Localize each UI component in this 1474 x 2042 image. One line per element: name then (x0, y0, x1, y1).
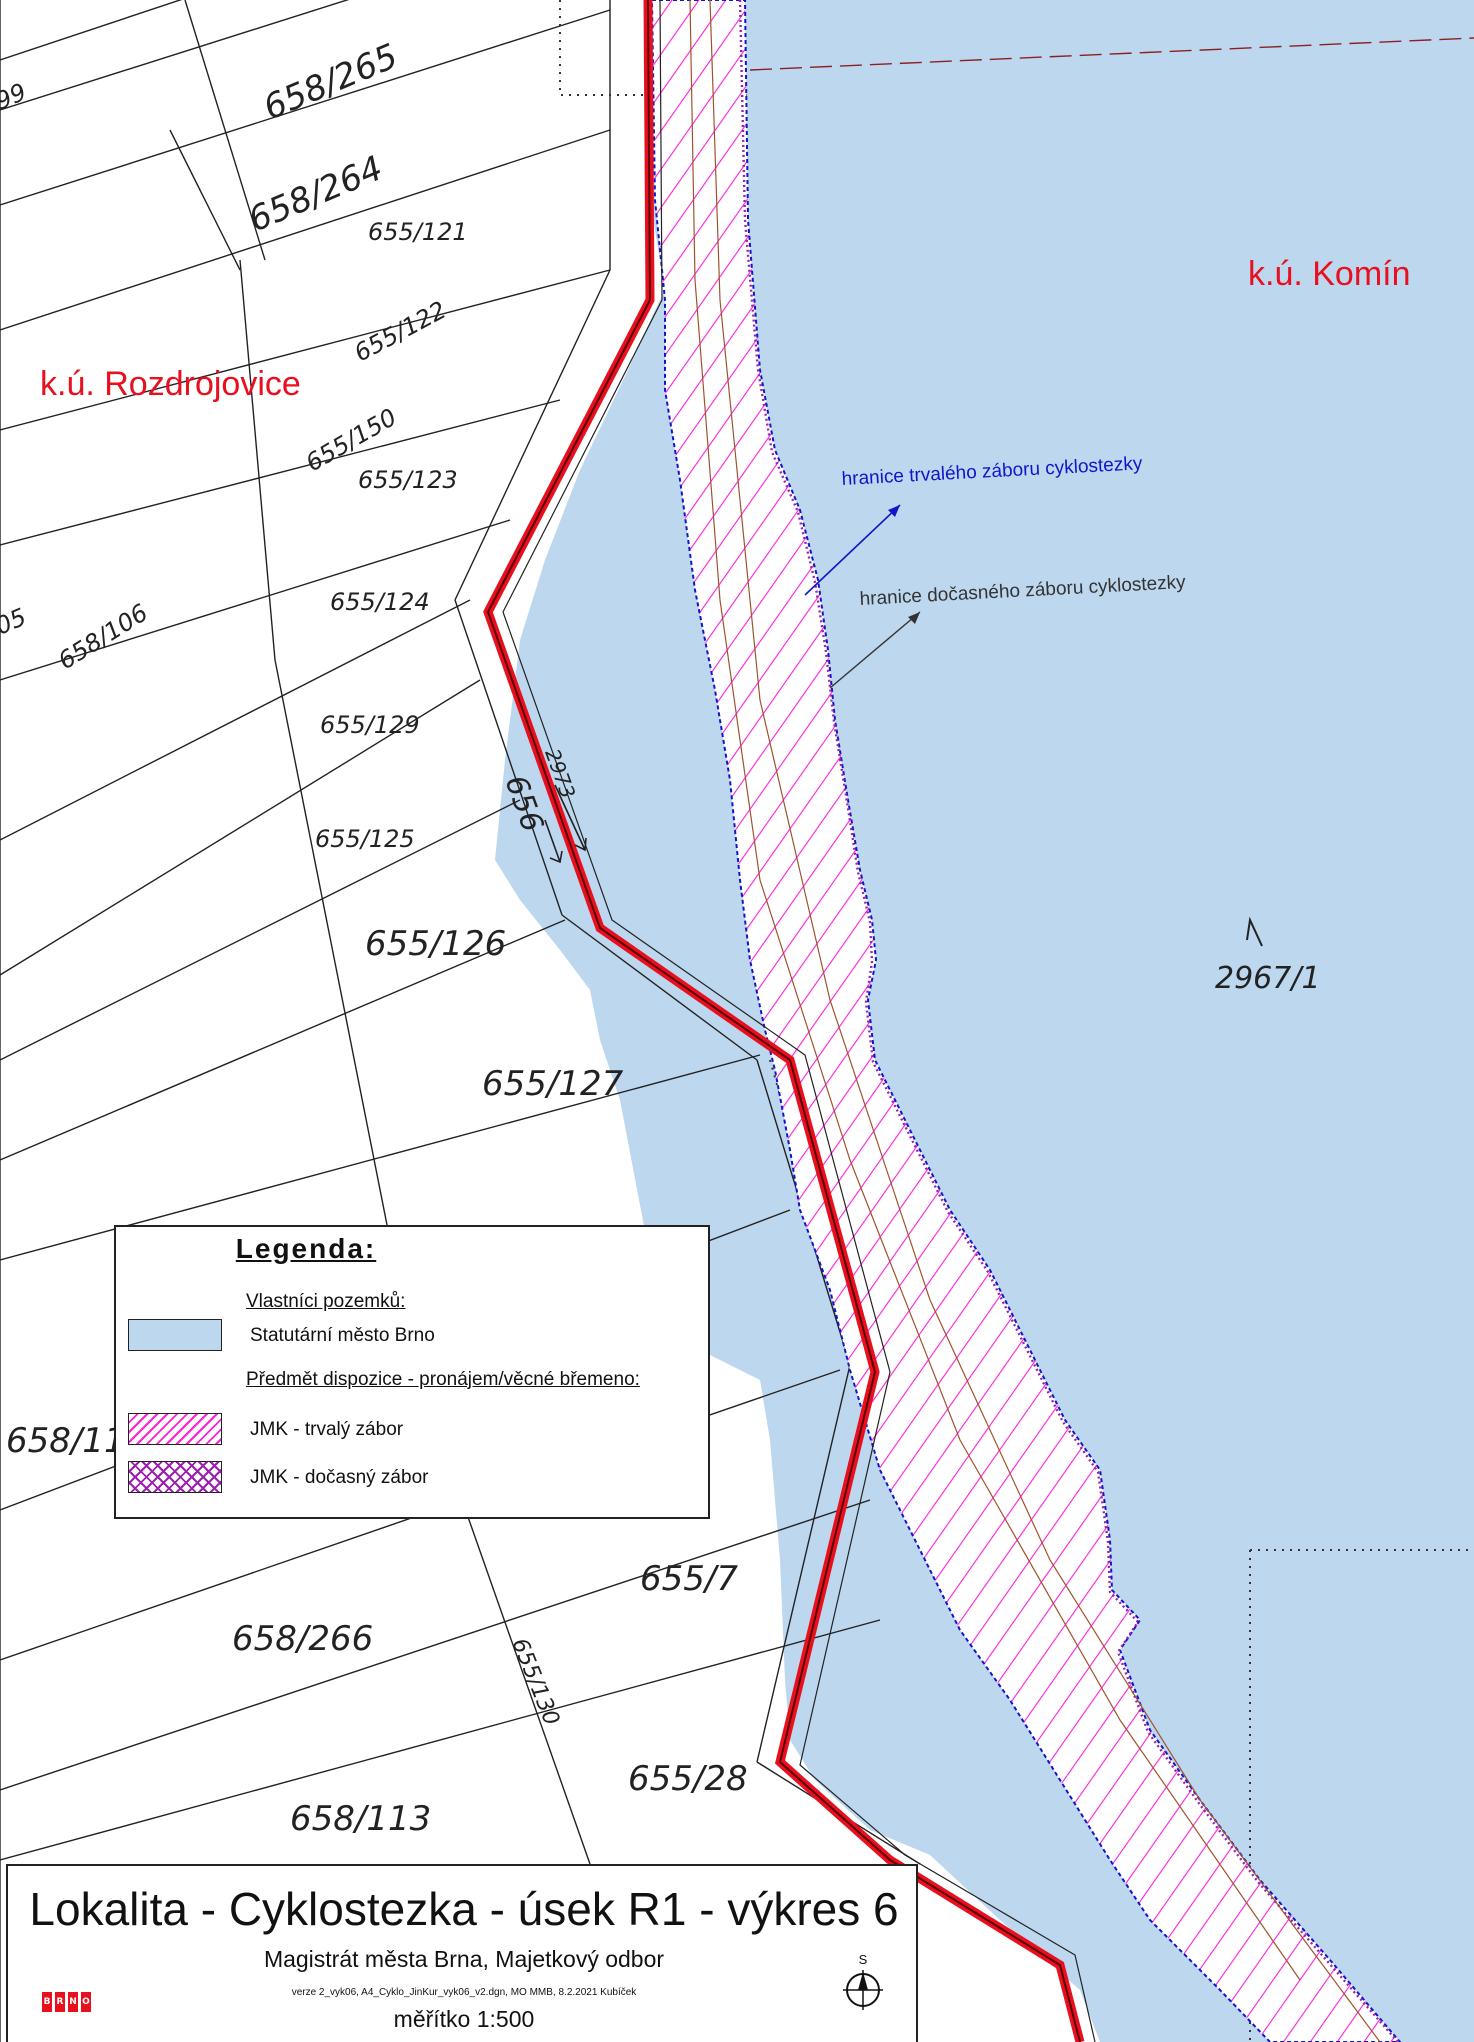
parcel-label: 655/129 (320, 711, 420, 739)
permanent-arrowhead (888, 505, 900, 517)
legend-swatch-city (128, 1319, 222, 1351)
north-arrow-icon: S (843, 1952, 883, 2010)
parcel-label: 655/125 (315, 825, 415, 853)
legend-subject-heading: Předmět dispozice - pronájem/věcné břeme… (246, 1369, 640, 1390)
legend-label-permanent: JMK - trvalý zábor (250, 1419, 404, 1440)
boundary-outline (502, 0, 1096, 2042)
parcel-label: 655/122 (350, 296, 451, 368)
parcel-lines (0, 0, 921, 2042)
road-arrow-icon (554, 784, 587, 852)
parcel-label: 05 (0, 603, 30, 641)
parcel-label: 655/123 (358, 466, 458, 494)
permanent-arrow (804, 504, 901, 596)
legend-swatch-temporary (128, 1461, 222, 1493)
parcel-label: 655/127 (482, 1064, 624, 1104)
inner-road-lines (689, 0, 1381, 2042)
temporary-occupation-border (738, 0, 1399, 2042)
logo-letter: R (55, 1992, 65, 2012)
parcel-label: 658/266 (232, 1619, 373, 1659)
parcel-label: 658/265 (258, 36, 404, 128)
legend: Legenda: Vlastníci pozemků: Statutární m… (114, 1225, 710, 1519)
cadastral-boundary-core (486, 0, 1081, 2042)
temporary-arrow (829, 611, 921, 689)
parcel-label: 655/124 (330, 588, 430, 616)
logo-letter: N (68, 1992, 78, 2012)
drawing-title: Lokalita - Cyklostezka - úsek R1 - výkre… (29, 1883, 899, 1935)
office-name: Magistrát města Brna, Majetkový odbor (263, 1946, 665, 1972)
region-label-right: k.ú. Komín (1248, 255, 1411, 293)
parcel-label: 655/121 (368, 218, 468, 246)
version-info: verze 2_vyk06, A4_Cyklo_JinKur_vyk06_v2.… (291, 1987, 637, 1998)
parcel-label: 655/7 (640, 1559, 738, 1599)
logo-letter: B (42, 1992, 52, 2012)
parcel-label: 658/113 (290, 1799, 431, 1839)
dashed-line (749, 37, 1474, 71)
parcel-label: 655/28 (628, 1759, 748, 1799)
title-block: Lokalita - Cyklostezka - úsek R1 - výkre… (6, 1864, 918, 2042)
parcel-label: 655/130 (506, 1635, 563, 1729)
parcel-label: 99 (0, 78, 30, 116)
scale-label: měřítko 1:500 (393, 2006, 535, 2032)
region-label-left: k.ú. Rozdrojovice (40, 365, 301, 403)
logo-letter: O (81, 1992, 91, 2012)
parcel-label: 2967/1 (1215, 961, 1321, 996)
parcel-symbol (1246, 916, 1263, 947)
legend-swatch-permanent (128, 1413, 222, 1445)
north-label: S (859, 1952, 868, 1967)
legend-label-temporary: JMK - dočasný zábor (250, 1467, 429, 1488)
legend-owners-heading: Vlastníci pozemků: (246, 1291, 406, 1312)
permanent-occupation-area (650, 0, 1402, 2042)
brno-logo: B R N O (42, 1992, 91, 2012)
parcel-label: 655/126 (365, 924, 506, 964)
temporary-arrowhead (908, 612, 920, 624)
legend-label-city: Statutární město Brno (250, 1325, 435, 1346)
road-arrow-icon (544, 819, 563, 864)
legend-title: Legenda: (235, 1233, 377, 1264)
